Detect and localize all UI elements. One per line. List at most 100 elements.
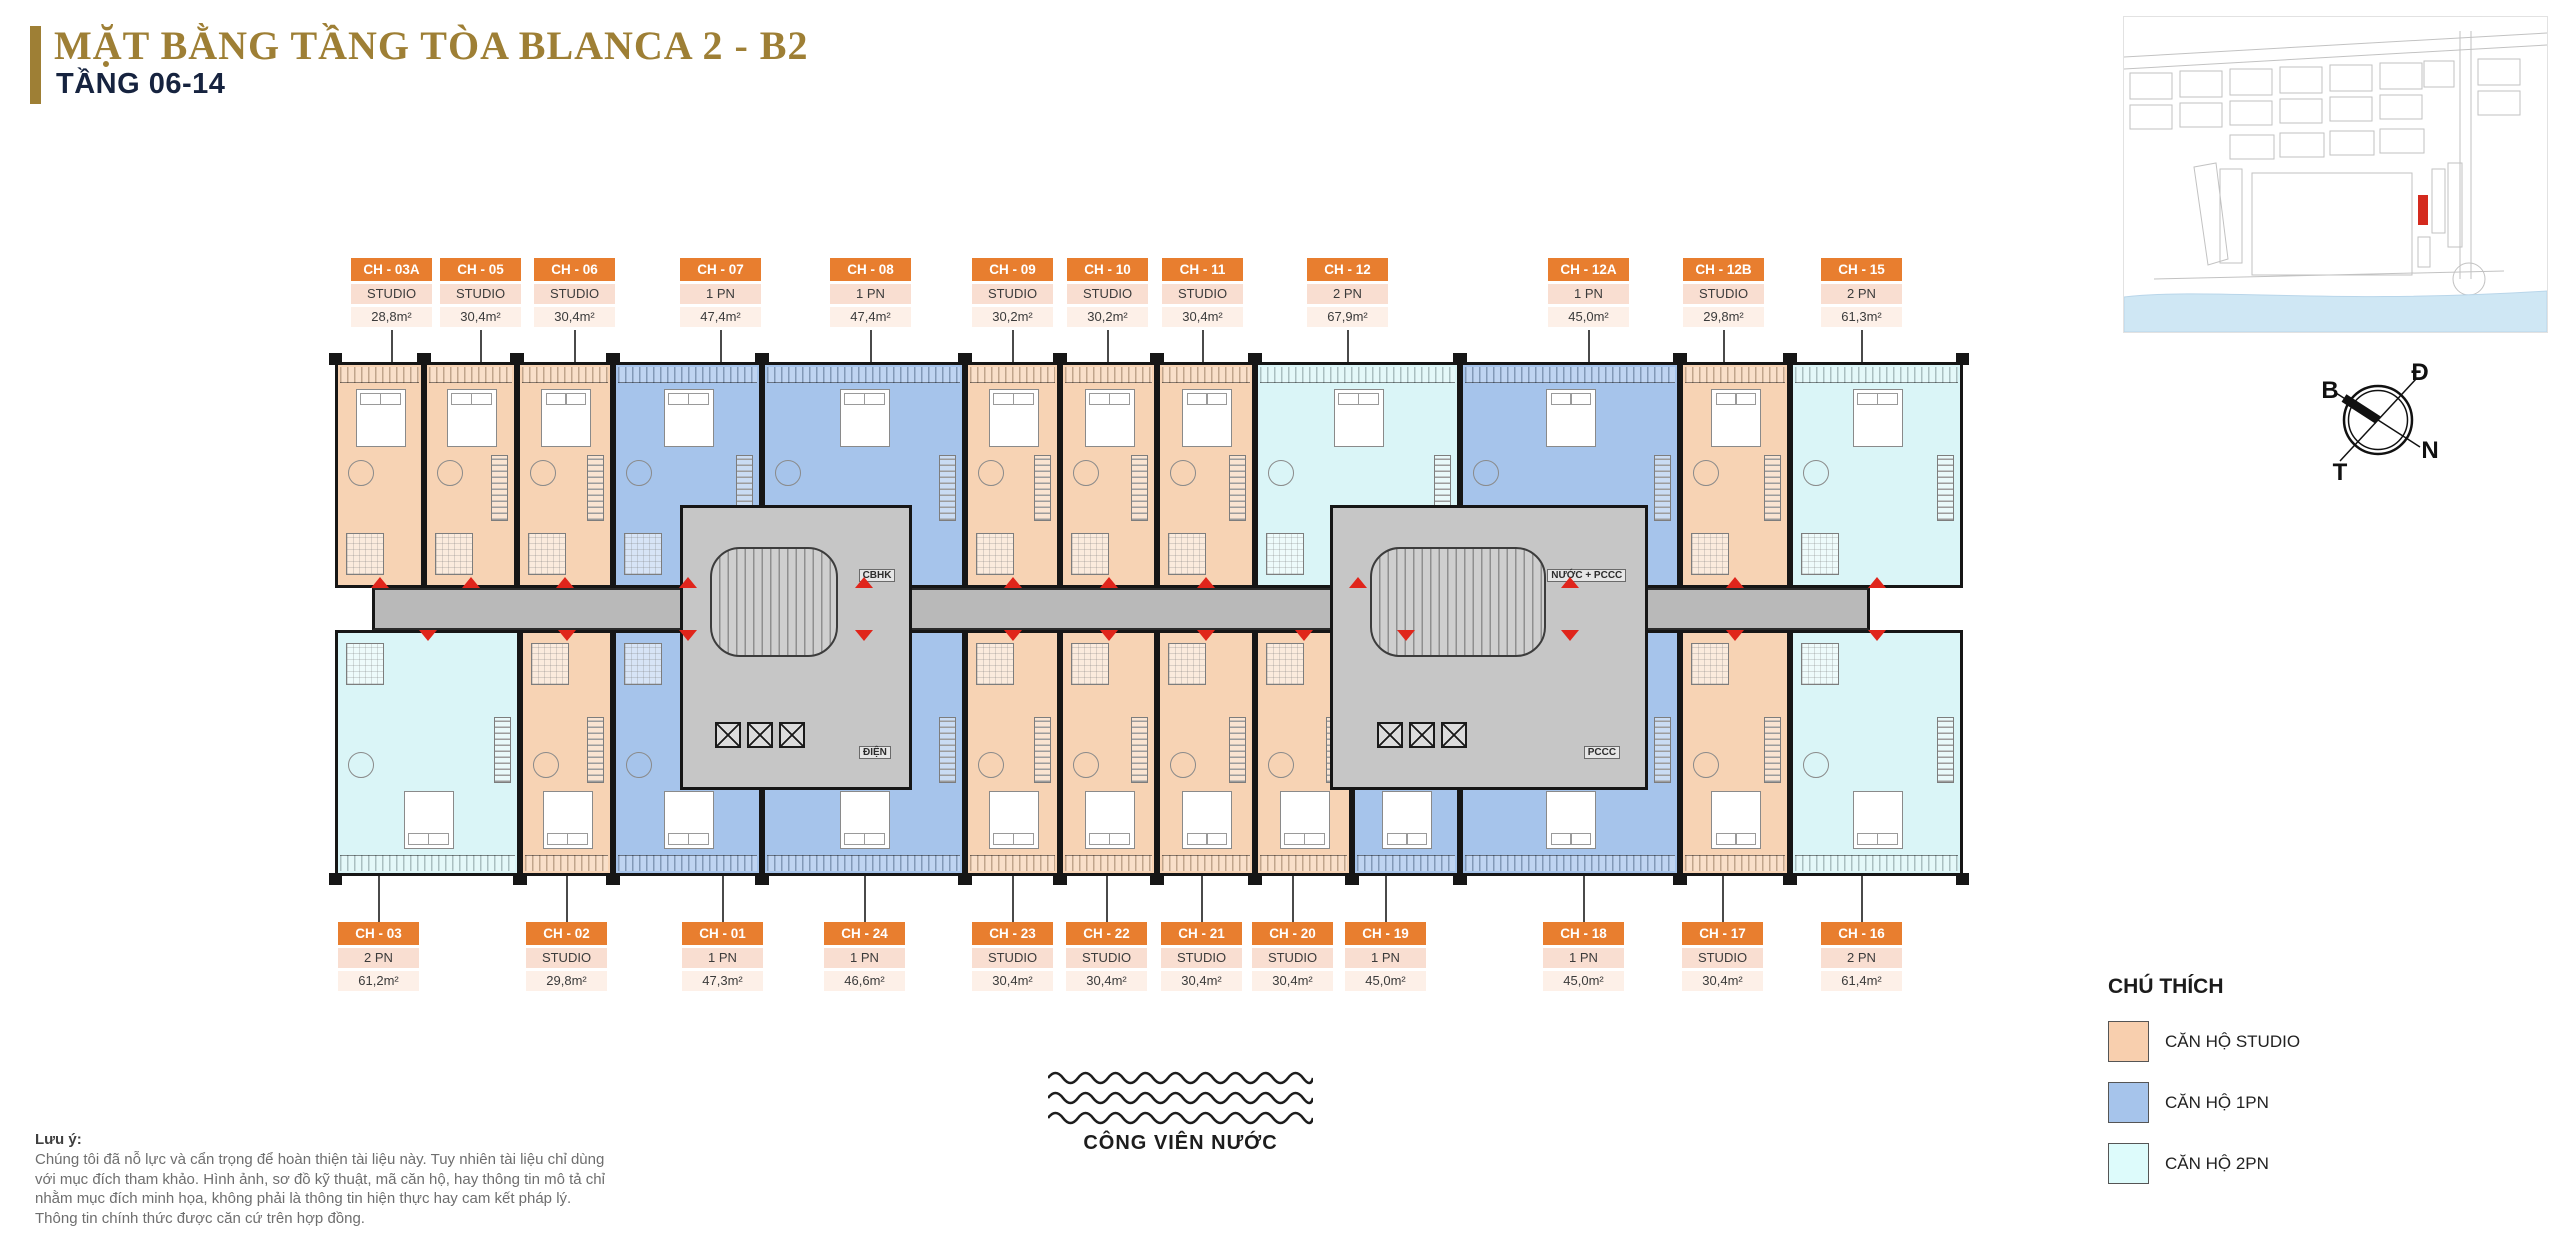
- unit-id: CH - 11: [1162, 258, 1243, 281]
- balcony-strip: [767, 367, 960, 383]
- unit-area: 30,4m²: [1162, 307, 1243, 327]
- pillow-icon: [1570, 393, 1592, 405]
- unit-area: 45,0m²: [1548, 307, 1629, 327]
- pillow-icon: [1109, 393, 1130, 405]
- entrance-marker-CH-23: [1003, 630, 1022, 641]
- balcony-strip: [1357, 855, 1455, 871]
- balcony-strip: [522, 367, 608, 383]
- apartment-unit-CH-12B: [1680, 362, 1790, 588]
- legend-item-2pn: CĂN HỘ 2PN: [2108, 1143, 2300, 1184]
- unit-area: 30,4m²: [1161, 971, 1242, 991]
- balcony-strip: [1685, 367, 1785, 383]
- wardrobe-icon: [1034, 455, 1051, 521]
- wall-column-stub: [1454, 353, 1467, 365]
- pillow-icon: [1358, 393, 1379, 405]
- unit-area: 61,4m²: [1821, 971, 1902, 991]
- compass-east-label: Đ: [2411, 359, 2428, 386]
- legend-swatch-studio: [2108, 1021, 2149, 1062]
- table-icon: [1073, 460, 1099, 486]
- unit-area: 30,4m²: [534, 307, 615, 327]
- unit-area: 47,4m²: [680, 307, 761, 327]
- balcony-strip: [970, 367, 1055, 383]
- pillow-icon: [1735, 393, 1757, 405]
- unit-type: STUDIO: [1683, 284, 1764, 304]
- pillow-icon: [1735, 833, 1757, 845]
- balcony-strip: [1685, 855, 1785, 871]
- wardrobe-icon: [1131, 455, 1148, 521]
- bed-icon: [1546, 791, 1596, 849]
- legend: CHÚ THÍCH CĂN HỘ STUDIO CĂN HỘ 1PN CĂN H…: [2108, 975, 2300, 1204]
- unit-area: 45,0m²: [1543, 971, 1624, 991]
- entrance-marker-CH-03A: [370, 577, 389, 588]
- pillow-icon: [428, 833, 449, 845]
- unit-area: 67,9m²: [1307, 307, 1388, 327]
- building-location-marker: [2418, 195, 2428, 225]
- bathroom-icon: [1266, 533, 1304, 575]
- unit-area: 30,4m²: [1252, 971, 1333, 991]
- unit-area: 61,3m²: [1821, 307, 1902, 327]
- entrance-marker-CH-21: [1197, 630, 1215, 641]
- pillow-icon: [1089, 393, 1110, 405]
- unit-area: 30,4m²: [440, 307, 521, 327]
- pillow-icon: [451, 393, 472, 405]
- wall-column-stub: [1054, 353, 1067, 365]
- elevator-icon: [778, 721, 805, 748]
- wardrobe-icon: [1764, 455, 1781, 521]
- wall-column-stub: [1956, 353, 1969, 365]
- unit-type: STUDIO: [1252, 948, 1333, 968]
- unit-type: STUDIO: [1162, 284, 1243, 304]
- water-park-block: CÔNG VIÊN NƯỚC: [1048, 1068, 1313, 1155]
- unit-id: CH - 01: [682, 922, 763, 945]
- wall-column-stub: [418, 353, 431, 365]
- unit-id: CH - 02: [526, 922, 607, 945]
- wall-column-stub: [1454, 873, 1467, 885]
- legend-item-studio: CĂN HỘ STUDIO: [2108, 1021, 2300, 1062]
- unit-id: CH - 19: [1345, 922, 1426, 945]
- wall-column-stub: [756, 873, 769, 885]
- table-icon: [530, 460, 556, 486]
- pillow-icon: [545, 393, 567, 405]
- unit-type: 1 PN: [682, 948, 763, 968]
- unit-type: STUDIO: [1161, 948, 1242, 968]
- core-label: PCCC: [1583, 746, 1621, 760]
- wall-column-stub: [329, 873, 342, 885]
- balcony-strip: [1260, 855, 1347, 871]
- legend-swatch-1pn: [2108, 1082, 2149, 1123]
- elevator-bank: [714, 721, 805, 748]
- wardrobe-icon: [587, 455, 604, 521]
- bathroom-icon: [1691, 533, 1729, 575]
- bathroom-icon: [346, 533, 384, 575]
- pillow-icon: [1304, 833, 1325, 845]
- table-icon: [978, 752, 1004, 778]
- elevator-icon: [1440, 721, 1467, 748]
- wall-column-stub: [959, 353, 972, 365]
- pillow-icon: [1186, 393, 1208, 405]
- entrance-marker-CH-02: [557, 630, 576, 641]
- unit-area: 29,8m²: [526, 971, 607, 991]
- balcony-strip: [767, 855, 960, 871]
- unit-id: CH - 12B: [1683, 258, 1764, 281]
- table-icon: [533, 752, 559, 778]
- pillow-icon: [1186, 833, 1208, 845]
- table-icon: [775, 460, 801, 486]
- pillow-icon: [1386, 833, 1408, 845]
- unit-id: CH - 07: [680, 258, 761, 281]
- elevator-icon: [746, 721, 773, 748]
- entrance-marker-CH-12B: [1726, 577, 1744, 588]
- apartment-unit-CH-10: [1060, 362, 1157, 588]
- balcony-strip: [970, 855, 1055, 871]
- apartment-unit-CH-03: [335, 630, 520, 876]
- entrance-marker-CH-07: [678, 577, 697, 588]
- core-label: NƯỚC + PCCC: [1547, 569, 1627, 583]
- unit-area: 30,4m²: [972, 971, 1053, 991]
